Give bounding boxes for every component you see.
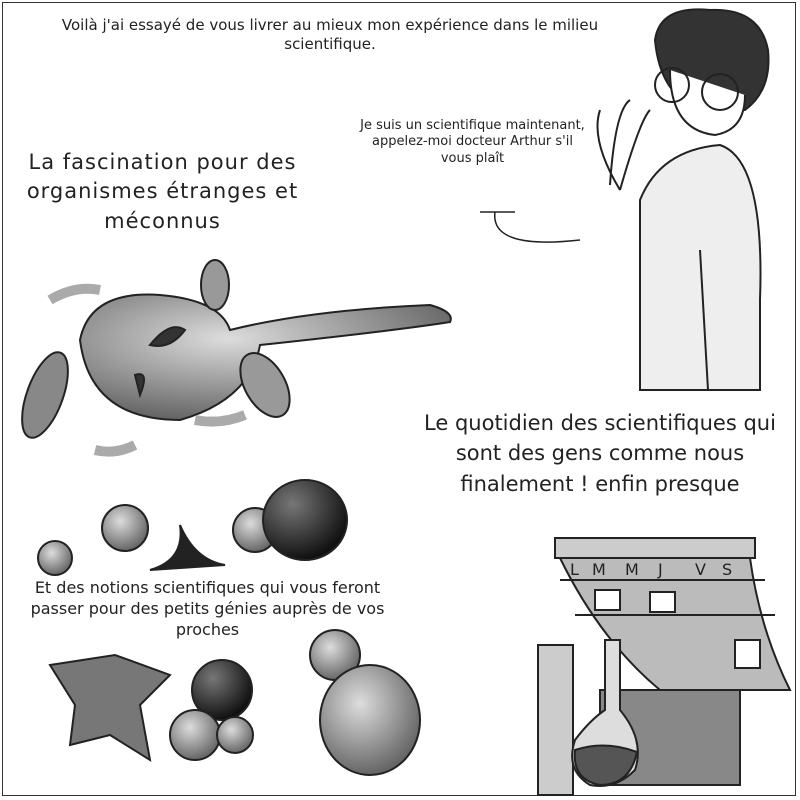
calendar-drawing xyxy=(554,537,792,691)
speech-tail xyxy=(480,211,581,243)
lab-glassware xyxy=(537,639,741,796)
daily-life-caption: Le quotidien des scientifiques qui sont … xyxy=(424,411,776,496)
speech-bubble-text: Je suis un scientifique maintenant, appe… xyxy=(360,118,585,166)
fascination-caption: La fascination pour des organismes étran… xyxy=(26,150,299,233)
calendar-day: M xyxy=(625,560,639,579)
cells-drawing xyxy=(37,479,421,776)
calendar-day-labels: L M M J V S xyxy=(570,560,732,579)
scientist-figure xyxy=(596,8,770,391)
calendar-day: M xyxy=(592,560,606,579)
intro-text: Voilà j'ai essayé de vous livrer au mieu… xyxy=(61,16,599,53)
calendar-day: S xyxy=(722,560,732,579)
calendar-day: L xyxy=(570,560,579,579)
strange-organism xyxy=(21,259,452,457)
notions-caption: Et des notions scientifiques qui vous fe… xyxy=(30,578,385,639)
calendar-day: V xyxy=(695,560,706,579)
calendar-day: J xyxy=(657,560,663,579)
